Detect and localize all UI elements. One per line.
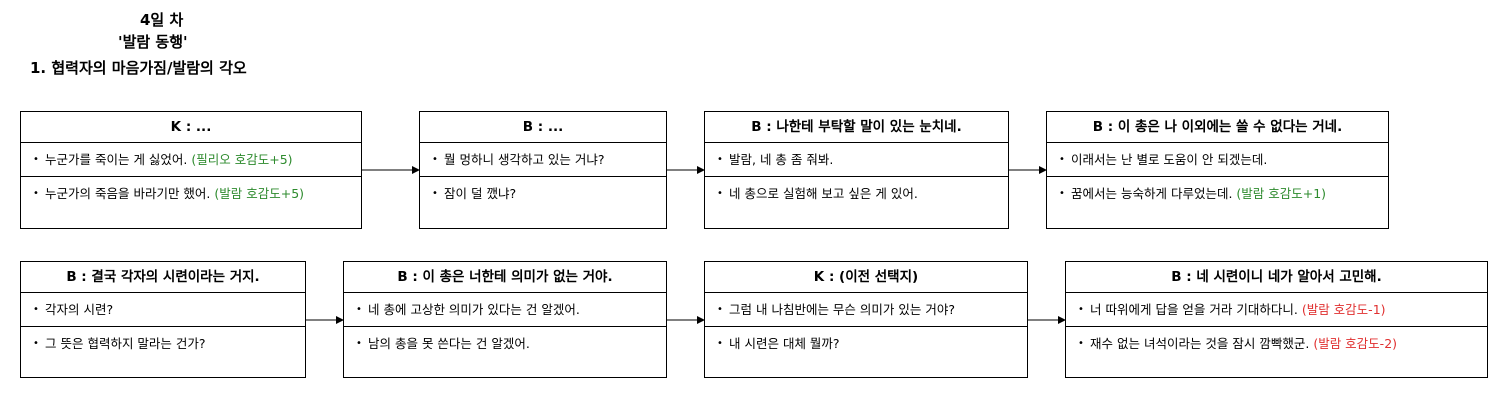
node-title: B : 이 총은 너한테 의미가 없는 거야. bbox=[344, 262, 666, 293]
dialogue-option[interactable]: • 발람, 네 총 좀 줘봐. bbox=[705, 143, 1008, 176]
option-text: 내 시련은 대체 뭘까? bbox=[729, 336, 840, 351]
dialogue-option[interactable]: • 이래서는 난 별로 도움이 안 되겠는데. bbox=[1047, 143, 1388, 176]
route-heading: '발람 동행' bbox=[118, 33, 188, 51]
bullet-icon: • bbox=[717, 304, 723, 315]
dialogue-node-8: B : 네 시련이니 네가 알아서 고민해. • 너 따위에게 답을 얻을 거라 … bbox=[1065, 261, 1488, 378]
dialogue-option[interactable]: • 내 시련은 대체 뭘까? bbox=[705, 326, 1027, 359]
option-text: 네 총에 고상한 의미가 있다는 건 알겠어. bbox=[368, 302, 580, 317]
dialogue-node-2: B : ... • 뭘 멍하니 생각하고 있는 거냐? • 잠이 덜 깼냐? bbox=[419, 111, 667, 229]
bullet-icon: • bbox=[432, 188, 438, 199]
option-text: 누군가의 죽음을 바라기만 했어. bbox=[45, 186, 211, 201]
day-heading: 4일 차 bbox=[140, 11, 184, 29]
bullet-icon: • bbox=[717, 338, 723, 349]
option-text: 그럼 내 나침반에는 무슨 의미가 있는 거야? bbox=[729, 302, 955, 317]
option-text: 각자의 시련? bbox=[45, 302, 114, 317]
node-title: B : ... bbox=[420, 112, 666, 143]
bullet-icon: • bbox=[1059, 154, 1065, 165]
dialogue-node-3: B : 나한테 부탁할 말이 있는 눈치네. • 발람, 네 총 좀 줘봐. • 네… bbox=[704, 111, 1009, 229]
dialogue-option[interactable]: • 그럼 내 나침반에는 무슨 의미가 있는 거야? bbox=[705, 293, 1027, 326]
bullet-icon: • bbox=[356, 304, 362, 315]
bullet-icon: • bbox=[1059, 188, 1065, 199]
bullet-icon: • bbox=[33, 304, 39, 315]
dialogue-option[interactable]: • 네 총으로 실험해 보고 싶은 게 있어. bbox=[705, 176, 1008, 209]
option-text: 발람, 네 총 좀 줘봐. bbox=[729, 152, 834, 167]
bullet-icon: • bbox=[33, 188, 39, 199]
affinity-label: (발람 호감도+1) bbox=[1236, 186, 1327, 201]
option-text: 네 총으로 실험해 보고 싶은 게 있어. bbox=[729, 186, 918, 201]
dialogue-option[interactable]: • 각자의 시련? bbox=[21, 293, 305, 326]
option-text: 뭘 멍하니 생각하고 있는 거냐? bbox=[444, 152, 605, 167]
node-title: K : (이전 선택지) bbox=[705, 262, 1027, 293]
bullet-icon: • bbox=[1078, 338, 1084, 349]
dialogue-node-1: K : ... • 누군가를 죽이는 게 싫었어. (필리오 호감도+5) • 누군… bbox=[20, 111, 362, 229]
option-text: 잠이 덜 깼냐? bbox=[444, 186, 517, 201]
dialogue-option[interactable]: • 너 따위에게 답을 얻을 거라 기대하다니. (발람 호감도-1) bbox=[1066, 293, 1487, 326]
option-text: 꿈에서는 능숙하게 다루었는데. bbox=[1071, 186, 1233, 201]
option-text: 이래서는 난 별로 도움이 안 되겠는데. bbox=[1071, 152, 1268, 167]
option-text: 그 뜻은 협력하지 말라는 건가? bbox=[45, 336, 206, 351]
node-title: B : 네 시련이니 네가 알아서 고민해. bbox=[1066, 262, 1487, 293]
bullet-icon: • bbox=[432, 154, 438, 165]
dialogue-option[interactable]: • 네 총에 고상한 의미가 있다는 건 알겠어. bbox=[344, 293, 666, 326]
bullet-icon: • bbox=[356, 338, 362, 349]
node-title: K : ... bbox=[21, 112, 361, 143]
affinity-label: (필리오 호감도+5) bbox=[191, 152, 293, 167]
dialogue-node-5: B : 결국 각자의 시련이라는 거지. • 각자의 시련? • 그 뜻은 협력하지… bbox=[20, 261, 306, 378]
bullet-icon: • bbox=[717, 188, 723, 199]
node-title: B : 나한테 부탁할 말이 있는 눈치네. bbox=[705, 112, 1008, 143]
option-text: 누군가를 죽이는 게 싫었어. bbox=[45, 152, 188, 167]
bullet-icon: • bbox=[717, 154, 723, 165]
affinity-label: (발람 호감도+5) bbox=[214, 186, 305, 201]
dialogue-node-4: B : 이 총은 나 이외에는 쓸 수 없다는 거네. • 이래서는 난 별로 도… bbox=[1046, 111, 1389, 229]
node-title: B : 이 총은 나 이외에는 쓸 수 없다는 거네. bbox=[1047, 112, 1388, 143]
affinity-label: (발람 호감도-2) bbox=[1313, 336, 1398, 351]
dialogue-node-7: K : (이전 선택지) • 그럼 내 나침반에는 무슨 의미가 있는 거야? •… bbox=[704, 261, 1028, 378]
dialogue-option[interactable]: • 꿈에서는 능숙하게 다루었는데. (발람 호감도+1) bbox=[1047, 176, 1388, 209]
dialogue-node-6: B : 이 총은 너한테 의미가 없는 거야. • 네 총에 고상한 의미가 있다… bbox=[343, 261, 667, 378]
node-title: B : 결국 각자의 시련이라는 거지. bbox=[21, 262, 305, 293]
bullet-icon: • bbox=[33, 338, 39, 349]
dialogue-option[interactable]: • 뭘 멍하니 생각하고 있는 거냐? bbox=[420, 143, 666, 176]
bullet-icon: • bbox=[1078, 304, 1084, 315]
dialogue-option[interactable]: • 남의 총을 못 쓴다는 건 알겠어. bbox=[344, 326, 666, 359]
affinity-label: (발람 호감도-1) bbox=[1301, 302, 1386, 317]
option-text: 너 따위에게 답을 얻을 거라 기대하다니. bbox=[1090, 302, 1298, 317]
option-text: 남의 총을 못 쓴다는 건 알겠어. bbox=[368, 336, 530, 351]
dialogue-option[interactable]: • 누군가를 죽이는 게 싫었어. (필리오 호감도+5) bbox=[21, 143, 361, 176]
dialogue-option[interactable]: • 그 뜻은 협력하지 말라는 건가? bbox=[21, 326, 305, 359]
section-heading: 1. 협력자의 마음가짐/발람의 각오 bbox=[30, 59, 247, 77]
option-text: 재수 없는 녀석이라는 것을 잠시 깜빡했군. bbox=[1090, 336, 1310, 351]
bullet-icon: • bbox=[33, 154, 39, 165]
dialogue-option[interactable]: • 재수 없는 녀석이라는 것을 잠시 깜빡했군. (발람 호감도-2) bbox=[1066, 326, 1487, 359]
dialogue-option[interactable]: • 잠이 덜 깼냐? bbox=[420, 176, 666, 209]
dialogue-option[interactable]: • 누군가의 죽음을 바라기만 했어. (발람 호감도+5) bbox=[21, 176, 361, 209]
